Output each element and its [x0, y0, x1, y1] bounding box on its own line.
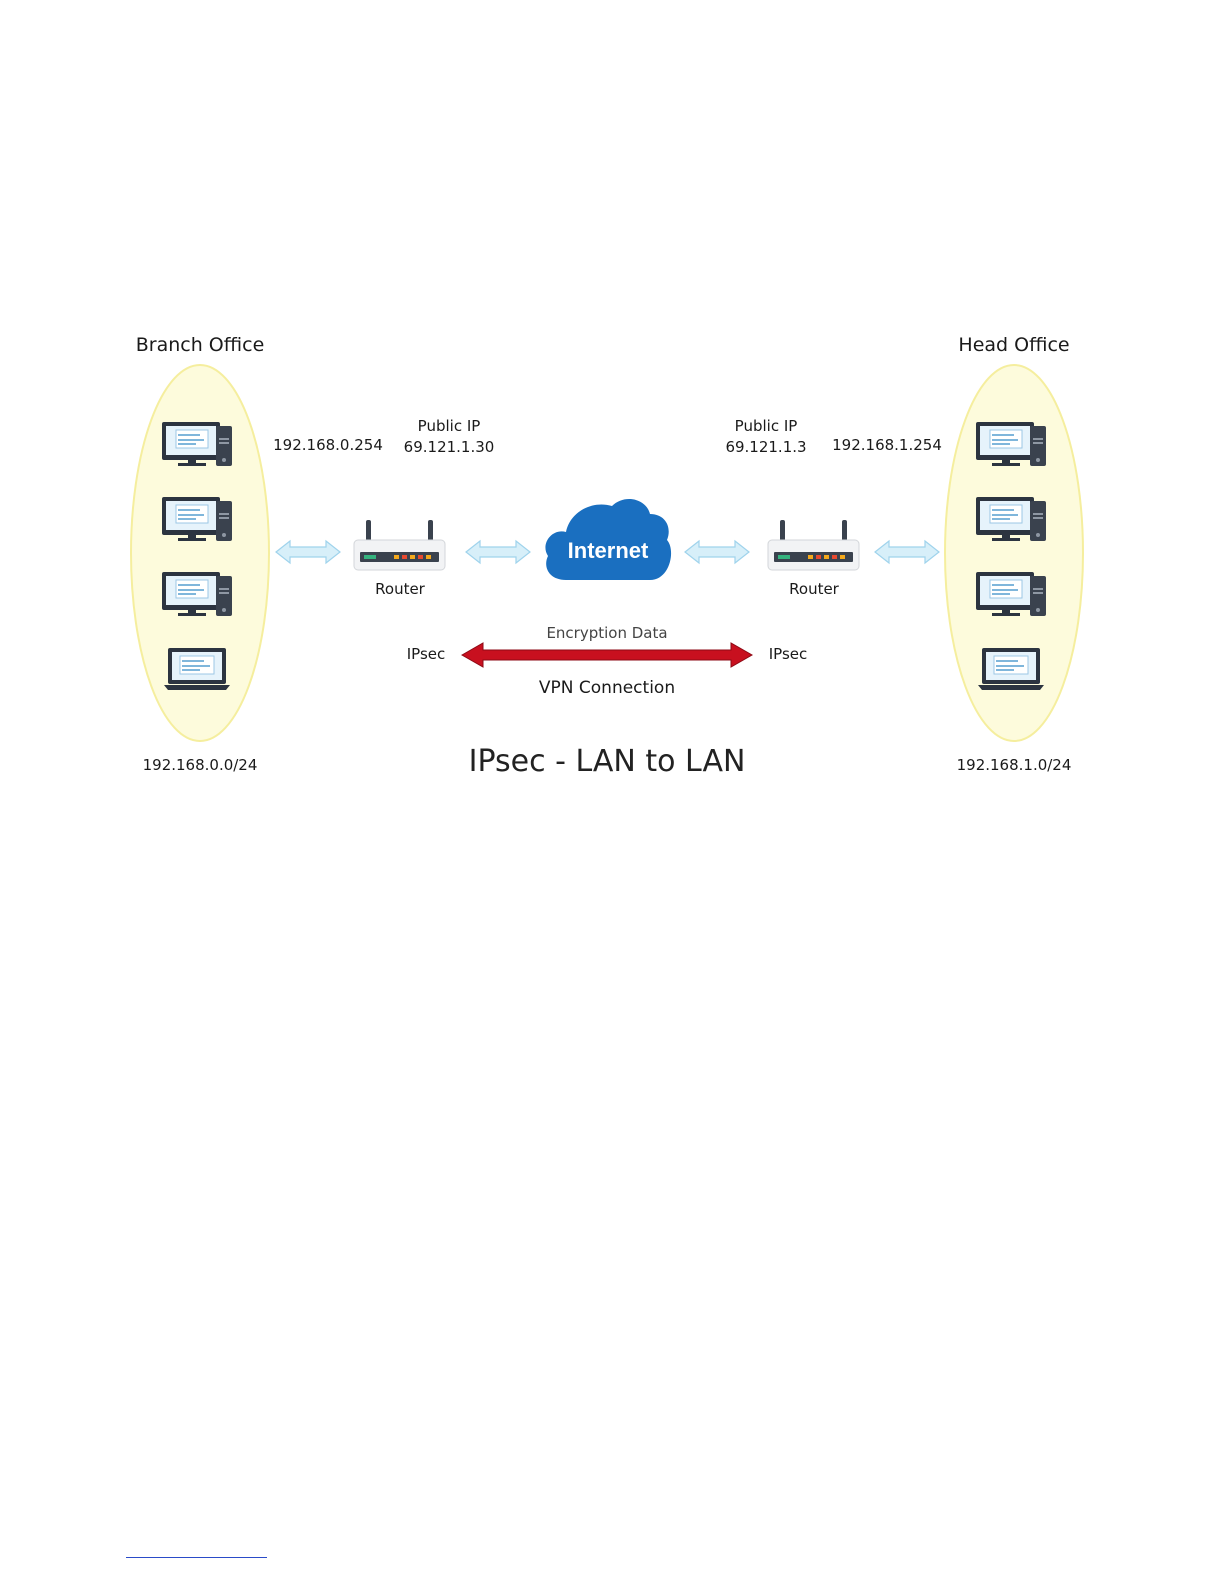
link-arrow-branch-internet [466, 541, 530, 563]
head-subnet: 192.168.1.0/24 [957, 756, 1072, 774]
branch-desktop-3-icon [162, 572, 232, 616]
branch-lan-ip: 192.168.0.254 [273, 436, 383, 454]
branch-public-ip: 69.121.1.30 [404, 438, 495, 456]
branch-public-ip-label: Public IP [418, 417, 481, 435]
head-desktop-3-icon [976, 572, 1046, 616]
branch-desktop-1-icon [162, 422, 232, 466]
link-arrow-head-internet [685, 541, 749, 563]
head-lan-ip: 192.168.1.254 [832, 436, 942, 454]
head-desktop-2-icon [976, 497, 1046, 541]
vpn-connection-label: VPN Connection [539, 678, 675, 698]
head-ipsec-label: IPsec [769, 645, 808, 663]
branch-office-title: Branch Office [136, 334, 265, 356]
head-router-label: Router [789, 580, 839, 598]
branch-router-icon [354, 520, 445, 570]
head-office-zone [945, 365, 1083, 741]
head-router-icon [768, 520, 859, 570]
branch-laptop-icon [164, 648, 230, 690]
encryption-data-label: Encryption Data [546, 624, 667, 642]
internet-label: Internet [544, 538, 672, 564]
ipsec-lan-to-lan-diagram: Internet Branch Office Head Office 192.1… [0, 0, 1224, 820]
link-arrow-head-lan [875, 541, 939, 563]
internet-cloud: Internet [544, 500, 672, 584]
branch-ipsec-label: IPsec [407, 645, 446, 663]
head-public-ip-label: Public IP [735, 417, 798, 435]
vpn-tunnel-arrow [462, 643, 752, 667]
head-public-ip: 69.121.1.3 [725, 438, 806, 456]
branch-subnet: 192.168.0.0/24 [143, 756, 258, 774]
head-office-title: Head Office [958, 334, 1069, 356]
footnote-divider [126, 1557, 267, 1558]
branch-router-label: Router [375, 580, 425, 598]
link-arrow-branch-lan [276, 541, 340, 563]
head-laptop-icon [978, 648, 1044, 690]
branch-office-zone [131, 365, 269, 741]
branch-desktop-2-icon [162, 497, 232, 541]
diagram-title: IPsec - LAN to LAN [469, 744, 746, 779]
head-desktop-1-icon [976, 422, 1046, 466]
